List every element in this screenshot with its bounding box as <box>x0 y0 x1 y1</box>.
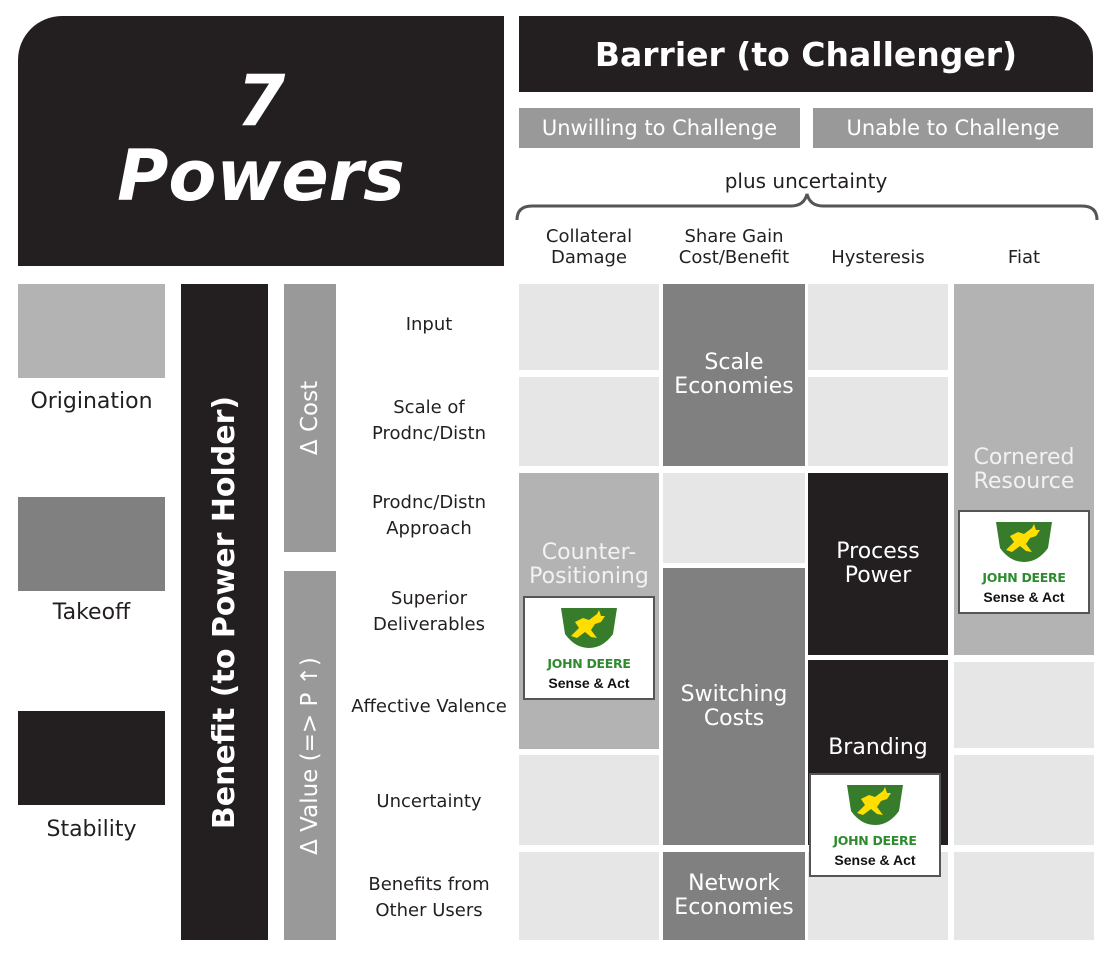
row-label-line: Prodnc/Distn <box>371 492 487 513</box>
power-switching-costs: Switching Costs <box>663 568 805 845</box>
column-header-hysteresis: Hysteresis <box>831 247 925 268</box>
legend-label-origination: Origination <box>30 388 153 414</box>
grid-cell <box>519 852 659 940</box>
legend-label-takeoff: Takeoff <box>52 599 131 625</box>
grid-cell <box>808 377 948 466</box>
row-label-line: Approach <box>386 518 472 539</box>
logo-brand-text: JOHN DEERE <box>833 833 917 848</box>
column-header-line: Cost/Benefit <box>678 247 790 268</box>
legend-swatch-stability <box>18 711 165 805</box>
column-header-line: Collateral <box>545 226 633 247</box>
logo-brand-text: JOHN DEERE <box>547 656 631 671</box>
unwilling-to-challenge-header: Unwilling to Challenge <box>519 108 800 148</box>
legend-label-stability: Stability <box>46 816 137 842</box>
logo-tagline: Sense & Act <box>834 852 916 868</box>
legend-swatch-origination <box>18 284 165 378</box>
power-label-line: Counter- <box>541 540 637 565</box>
grid-cell <box>954 662 1094 748</box>
column-header-line: Damage <box>551 247 627 268</box>
barrier-header: Barrier (to Challenger) <box>519 16 1093 92</box>
cost-axis-bar: Δ Cost <box>284 284 336 552</box>
grid-cell <box>954 852 1094 940</box>
power-label-line: Economies <box>674 374 794 399</box>
power-network-economies: Network Economies <box>663 852 805 940</box>
grid-cell <box>519 377 659 466</box>
logo-card-counter-positioning: JOHN DEERE Sense & Act <box>523 596 655 700</box>
cost-axis-label: Δ Cost <box>297 380 323 456</box>
benefit-axis-bar: Benefit (to Power Holder) <box>181 284 268 940</box>
row-label-input: Input <box>405 314 453 335</box>
row-label-line: Prodnc/Distn <box>371 423 487 444</box>
column-header-share-gain: Share Gain Cost/Benefit <box>663 222 805 272</box>
plus-uncertainty-label: plus uncertainty <box>724 169 888 193</box>
row-label-line: Other Users <box>375 900 483 921</box>
logo-tagline: Sense & Act <box>548 675 630 691</box>
power-label-line: Positioning <box>529 564 649 589</box>
power-label-line: Economies <box>674 895 794 920</box>
row-label-benefits: Benefits from Other Users <box>340 870 518 926</box>
deere-leaping-deer-icon <box>996 522 1052 562</box>
benefit-axis-label: Benefit (to Power Holder) <box>207 395 242 829</box>
logo-tagline: Sense & Act <box>983 589 1065 605</box>
row-label-line: Benefits from <box>368 874 490 895</box>
title-block: 7 Powers <box>18 16 504 266</box>
grid-cell <box>954 755 1094 845</box>
power-label-line: Switching <box>680 681 788 707</box>
legend-swatch-takeoff <box>18 497 165 591</box>
uncertainty-brace <box>515 193 1099 221</box>
title-number: 7 <box>236 60 286 142</box>
power-label-line: Scale <box>704 350 764 375</box>
column-header-collateral-damage: Collateral Damage <box>519 222 659 272</box>
row-label-line: Deliverables <box>373 614 485 635</box>
grid-cell <box>808 284 948 370</box>
deere-leaping-deer-icon <box>561 608 617 648</box>
deere-leaping-deer-icon <box>847 785 903 825</box>
row-label-line: Scale of <box>393 397 465 418</box>
power-label-line: Network <box>688 871 780 896</box>
grid-cell <box>663 473 805 563</box>
row-label-scale: Scale of Prodnc/Distn <box>340 393 518 449</box>
column-header-line: Share Gain <box>684 226 784 247</box>
column-header-fiat: Fiat <box>1007 247 1041 268</box>
power-process-power: Process Power <box>808 473 948 655</box>
power-label-line: Branding <box>828 735 928 760</box>
power-label-line: Costs <box>703 705 765 731</box>
power-label-line: Resource <box>973 469 1075 494</box>
title-word: Powers <box>117 135 405 217</box>
power-label-line: Power <box>844 563 912 588</box>
grid-cell <box>519 284 659 370</box>
row-label-affective: Affective Valence <box>351 696 507 717</box>
logo-card-branding: JOHN DEERE Sense & Act <box>809 773 941 877</box>
row-label-approach: Prodnc/Distn Approach <box>340 488 518 544</box>
power-label-line: Cornered <box>973 445 1075 470</box>
value-axis-label: Δ Value (=> P ↑) <box>297 656 323 855</box>
unable-to-challenge-header: Unable to Challenge <box>813 108 1093 148</box>
row-label-line: Superior <box>390 588 468 609</box>
logo-card-cornered-resource: JOHN DEERE Sense & Act <box>958 510 1090 614</box>
row-label-uncertainty: Uncertainty <box>376 791 482 812</box>
power-label-line: Process <box>836 539 920 564</box>
power-scale-economies: Scale Economies <box>663 284 805 466</box>
logo-brand-text: JOHN DEERE <box>982 570 1066 585</box>
grid-cell <box>519 755 659 845</box>
value-axis-bar: Δ Value (=> P ↑) <box>284 571 336 940</box>
row-label-superior: Superior Deliverables <box>340 584 518 640</box>
